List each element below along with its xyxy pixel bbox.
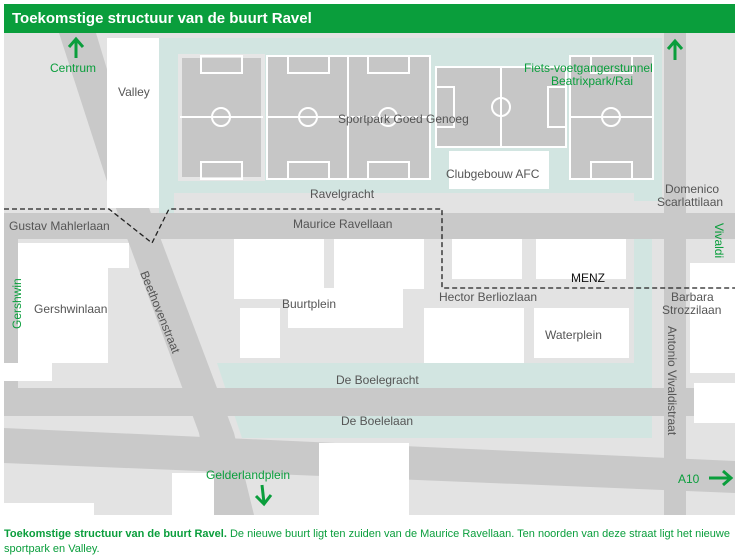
- label-waterplein: Waterplein: [545, 328, 602, 342]
- area-boundary: [4, 208, 735, 289]
- label-domenico-1: Domenico: [665, 182, 719, 196]
- label-barbara-1: Barbara: [671, 290, 714, 304]
- direction-tunnel-2: Beatrixpark/Rai: [551, 74, 633, 88]
- direction-gershwin: Gershwin: [10, 278, 24, 329]
- sport-fields: [178, 54, 654, 181]
- direction-centrum: Centrum: [50, 61, 96, 75]
- label-boelegracht: De Boelegracht: [336, 373, 419, 387]
- label-clubgebouw: Clubgebouw AFC: [446, 167, 540, 181]
- direction-gelderlandplein: Gelderlandplein: [206, 468, 290, 482]
- label-boelelaan: De Boelelaan: [341, 414, 413, 428]
- label-ravelgracht: Ravelgracht: [310, 187, 375, 201]
- label-maurice-ravellaan: Maurice Ravellaan: [293, 217, 392, 231]
- label-sportpark: Sportpark Goed Genoeg: [338, 112, 469, 126]
- arrow-down-icon: [254, 484, 273, 507]
- label-gershwinlaan: Gershwinlaan: [34, 302, 107, 316]
- label-antonio-vivaldistraat: Antonio Vivaldistraat: [665, 326, 679, 436]
- label-domenico-2: Scarlattilaan: [657, 195, 723, 209]
- label-gustav-mahlerlaan: Gustav Mahlerlaan: [9, 219, 110, 233]
- label-menz: MENZ: [571, 271, 605, 285]
- direction-a10: A10: [678, 472, 700, 486]
- buildings: [4, 38, 735, 515]
- caption-title: Toekomstige structuur van de buurt Ravel…: [4, 528, 227, 540]
- direction-tunnel-1: Fiets-voetgangerstunnel: [524, 61, 653, 75]
- direction-vivaldi: Vivaldi: [712, 223, 726, 258]
- label-buurtplein: Buurtplein: [282, 297, 336, 311]
- arrow-up-icon: [666, 38, 684, 60]
- label-barbara-2: Strozzilaan: [662, 303, 721, 317]
- header-bar: Toekomstige structuur van de buurt Ravel: [4, 4, 735, 33]
- caption-text: De nieuwe buurt ligt ten zuiden van de M…: [4, 528, 730, 555]
- page-title: Toekomstige structuur van de buurt Ravel: [12, 10, 312, 27]
- map: Valley Sportpark Goed Genoeg Clubgebouw …: [4, 33, 735, 515]
- label-hector-berliozlaan: Hector Berliozlaan: [439, 290, 537, 304]
- arrow-right-icon: [709, 469, 734, 487]
- arrow-up-icon: [67, 36, 85, 58]
- caption: Toekomstige structuur van de buurt Ravel…: [4, 527, 732, 557]
- label-valley: Valley: [118, 85, 150, 99]
